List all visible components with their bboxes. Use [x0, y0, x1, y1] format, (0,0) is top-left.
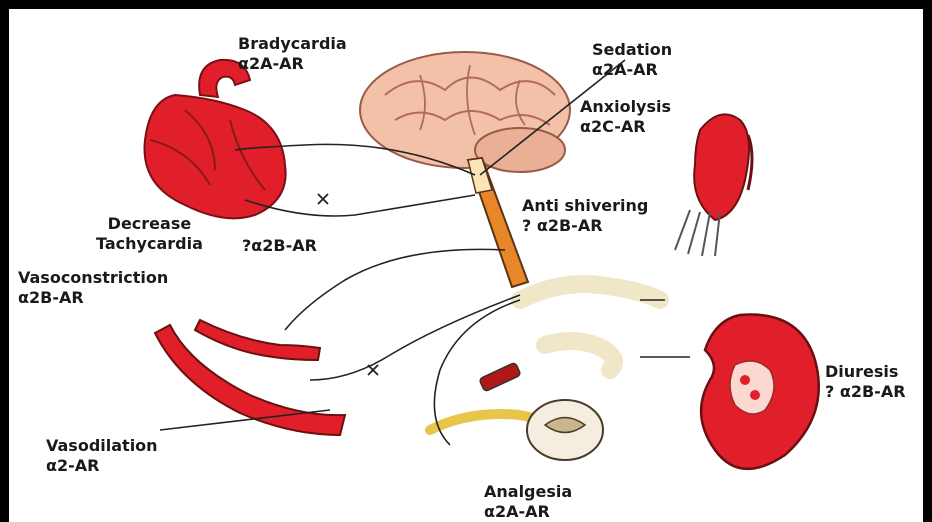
line-spine-to-vasoconstriction: [285, 249, 505, 330]
line-spine-to-vasodilation: [310, 295, 520, 380]
spinal-cord-illustration: [468, 158, 528, 287]
intestine-illustration: [520, 284, 660, 370]
label-diuresis: Diuresis? α2B-AR: [825, 362, 906, 402]
heart-illustration: [145, 60, 286, 219]
label-anti-shivering: Anti shivering? α2B-AR: [522, 196, 648, 236]
blood-vessel-illustration: [155, 320, 345, 435]
kidney-illustration: [701, 315, 819, 469]
block-marks: [318, 194, 378, 375]
label-tachycardia-receptor: ?α2B-AR: [242, 236, 317, 256]
line-spine-to-heart: [245, 195, 475, 216]
brain-illustration: [360, 52, 570, 172]
spinal-segment-illustration: [430, 362, 603, 460]
muscle-illustration: [675, 114, 752, 256]
